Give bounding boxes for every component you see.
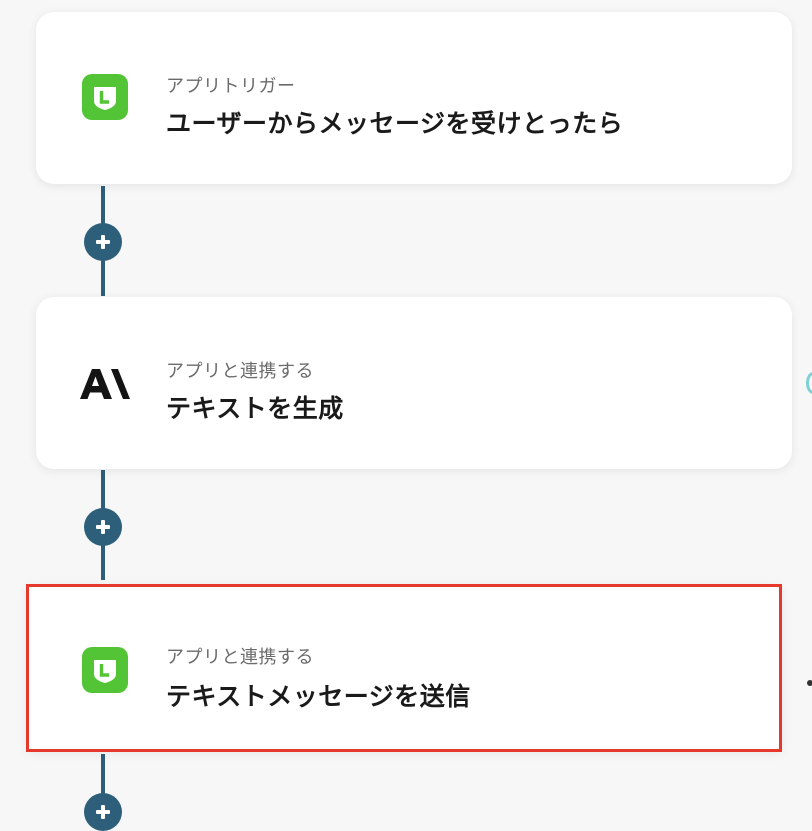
add-step-button[interactable] — [84, 223, 122, 261]
step-type-label: アプリトリガー — [166, 76, 296, 97]
line-app-icon — [82, 74, 128, 120]
step-title: テキストメッセージを送信 — [166, 682, 471, 711]
edge-dot-icon — [807, 680, 812, 686]
flow-step-card[interactable]: アプリと連携する テキストを生成 — [36, 297, 792, 469]
step-type-label: アプリと連携する — [166, 647, 314, 668]
step-title: テキストを生成 — [166, 394, 344, 423]
flow-step-card-selected[interactable]: アプリと連携する テキストメッセージを送信 — [26, 584, 782, 752]
flow-step-card[interactable]: アプリトリガー ユーザーからメッセージを受けとったら — [36, 12, 792, 184]
step-type-label: アプリと連携する — [166, 361, 314, 382]
anthropic-ai-icon — [78, 367, 134, 401]
step-title: ユーザーからメッセージを受けとったら — [166, 109, 624, 138]
line-app-icon — [82, 647, 128, 693]
branch-handle-icon[interactable] — [806, 372, 812, 394]
add-step-button[interactable] — [84, 793, 122, 831]
add-step-button[interactable] — [84, 508, 122, 546]
flow-connector — [101, 754, 105, 830]
